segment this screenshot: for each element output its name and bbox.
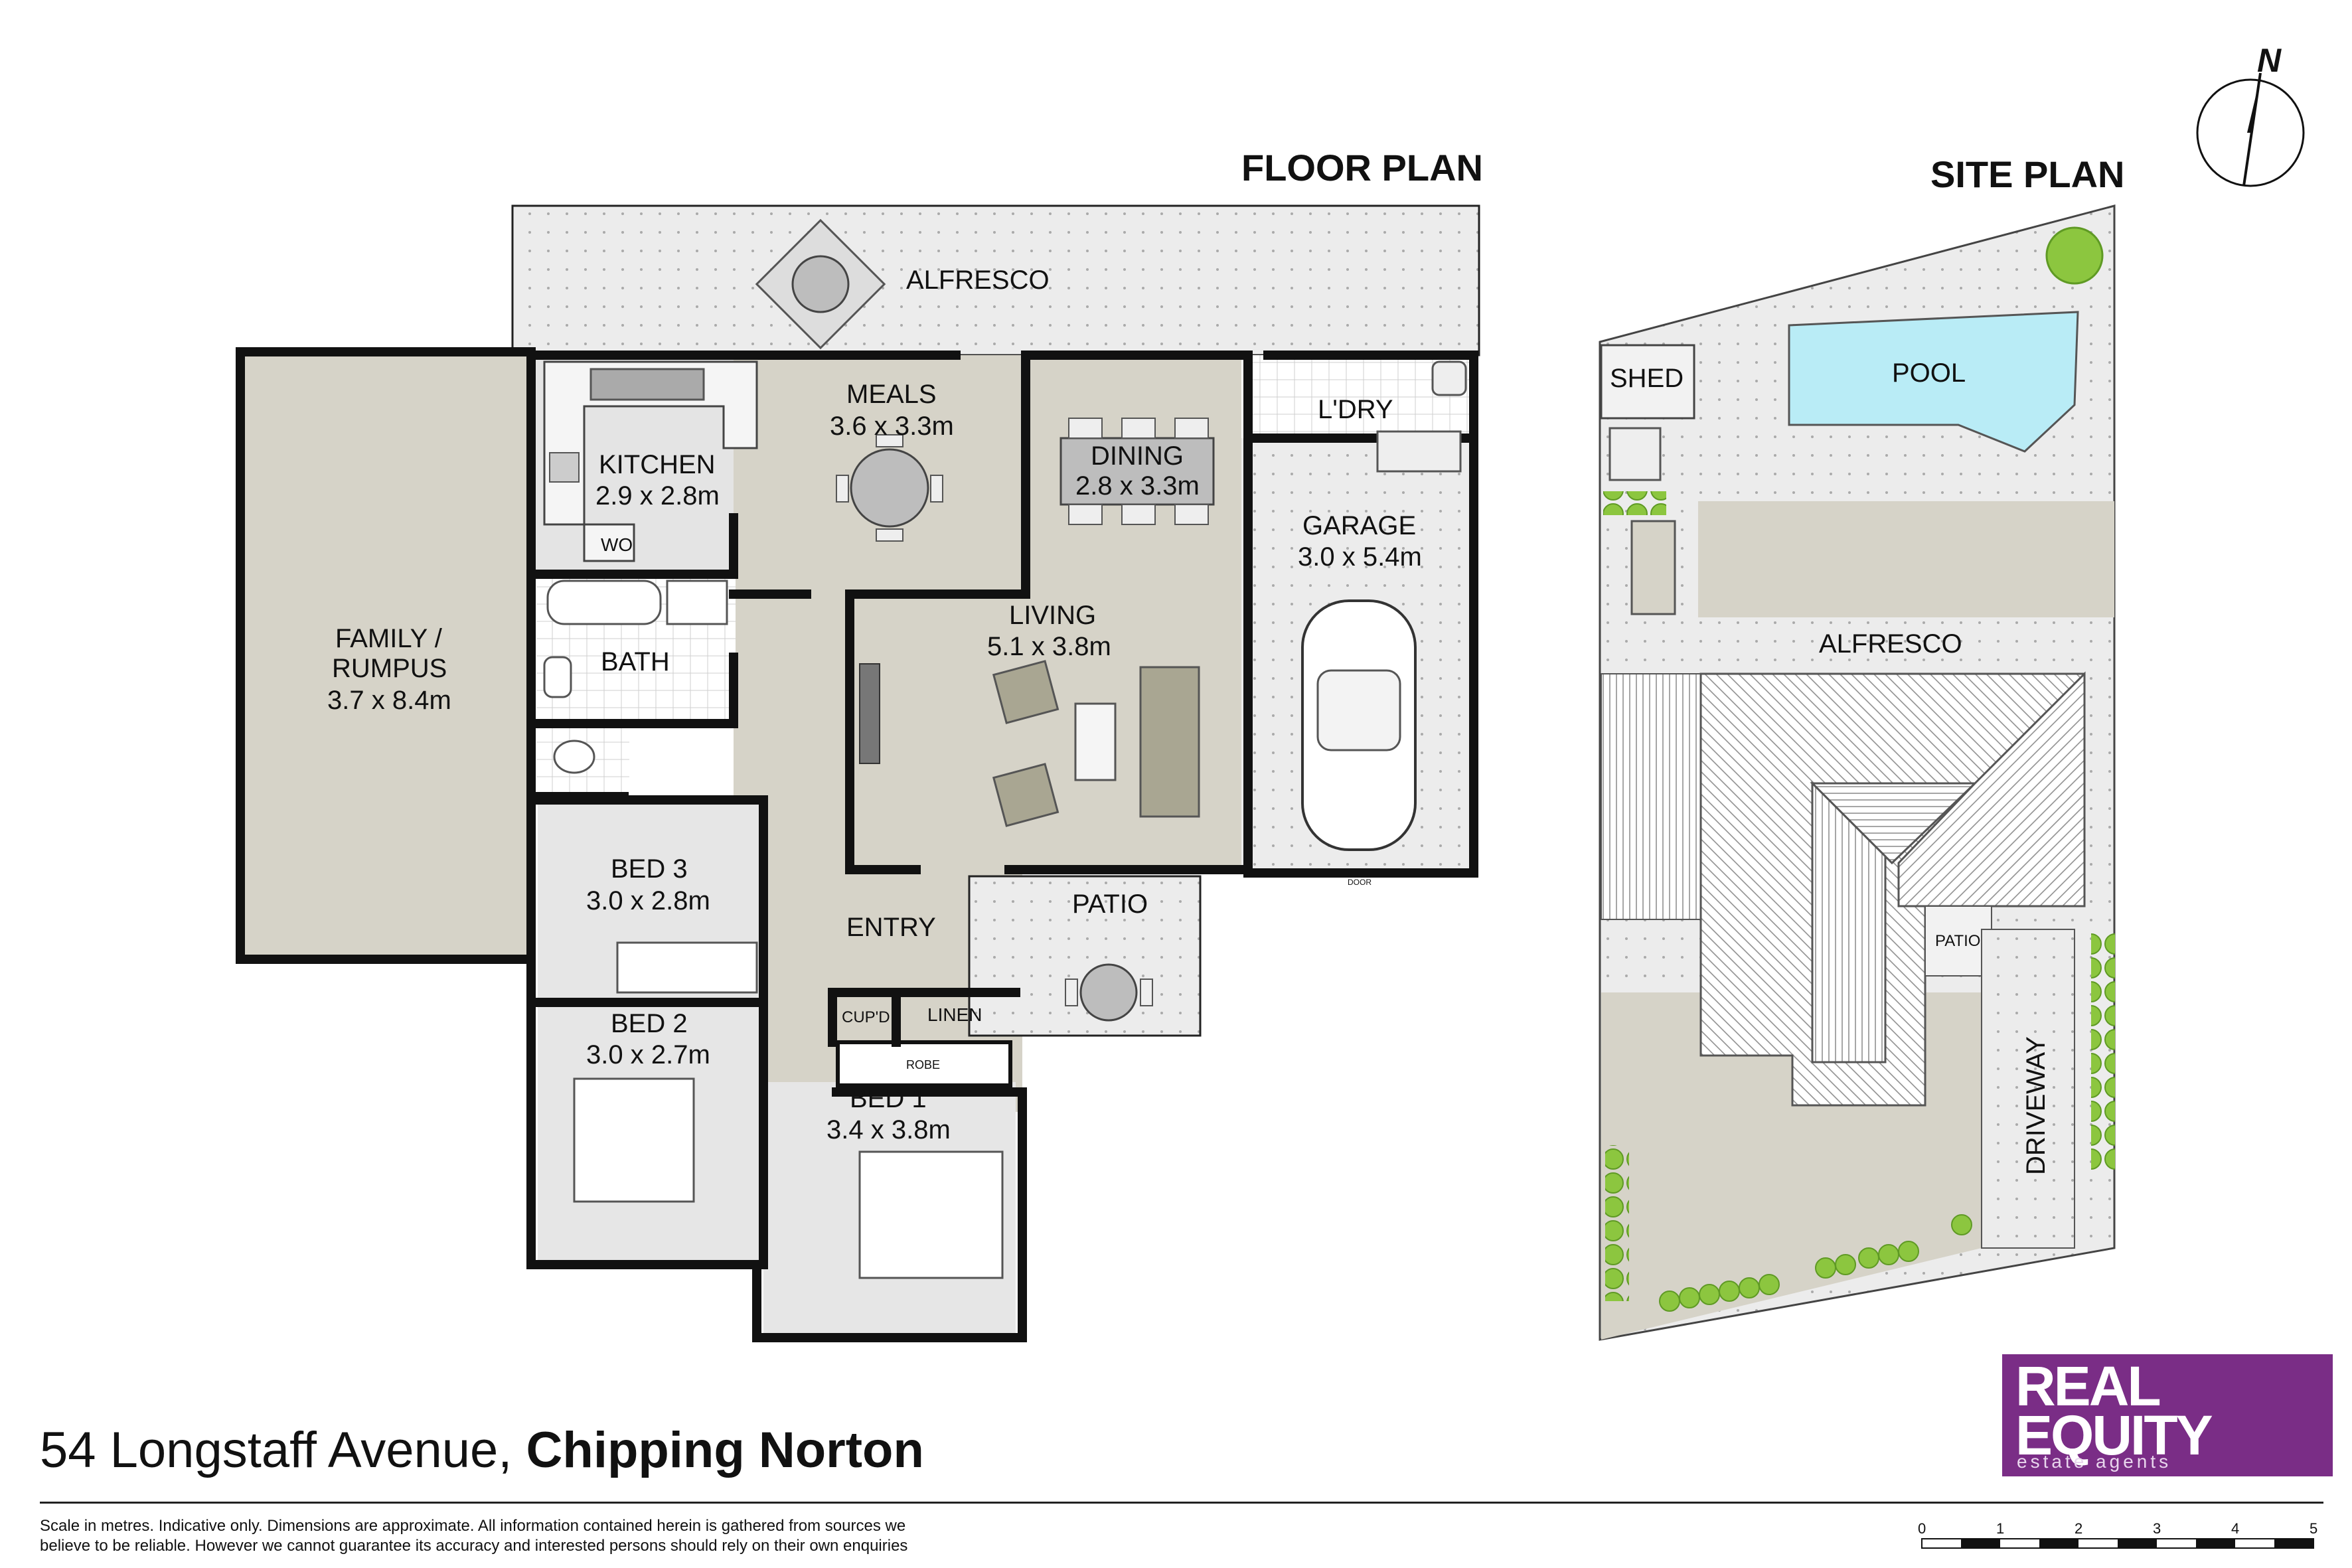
site-patio <box>1924 905 1992 977</box>
rumpus-label: RUMPUS <box>332 654 447 683</box>
bed3-size: 3.0 x 2.8m <box>586 886 710 915</box>
tree-icon <box>2045 226 2104 285</box>
family-size: 3.7 x 8.4m <box>327 686 451 715</box>
alfresco-label: ALFRESCO <box>906 266 1050 295</box>
site-shed-label: SHED <box>1610 364 1684 393</box>
living-label: LIVING <box>1009 601 1096 630</box>
scale-tick: 3 <box>2153 1520 2161 1537</box>
property-address: 54 Longstaff Avenue, Chipping Norton <box>40 1421 924 1480</box>
linen-label: LINEN <box>927 1004 982 1025</box>
scale-tick: 5 <box>2310 1520 2317 1537</box>
disclaimer-line: believe to be reliable. However we canno… <box>40 1537 908 1555</box>
wo-label: WO <box>601 534 633 555</box>
bed2-size: 3.0 x 2.7m <box>586 1040 710 1069</box>
patio-label: PATIO <box>1072 890 1148 919</box>
logo-line1: REAL <box>2015 1355 2161 1417</box>
roof-hip <box>1811 781 1887 1063</box>
bed1-size: 3.4 x 3.8m <box>826 1115 951 1144</box>
robe-label: ROBE <box>906 1058 940 1071</box>
garage-size: 3.0 x 5.4m <box>1298 542 1422 572</box>
dining-label: DINING <box>1091 441 1184 471</box>
logo-line3: estate agents <box>2017 1451 2172 1472</box>
bed2-bed-icon <box>573 1077 695 1203</box>
patio-table-icon <box>1065 963 1153 1022</box>
pool <box>1788 311 2079 453</box>
bed1-label: BED 1 <box>850 1084 927 1113</box>
scale-bar <box>1921 1538 2314 1549</box>
scale-tick: 0 <box>1918 1520 1926 1537</box>
disclaimer-line: Scale in metres. Indicative only. Dimens… <box>40 1517 906 1535</box>
living-size: 5.1 x 3.8m <box>987 632 1111 661</box>
north-label: N <box>2257 42 2282 79</box>
north-arrow-icon <box>2196 72 2305 187</box>
patio <box>968 875 1202 1037</box>
disclaimer: Scale in metres. Indicative only. Dimens… <box>40 1516 1036 1556</box>
shed <box>1600 344 1695 420</box>
outdoor-table-icon <box>755 218 886 350</box>
alfresco-deck <box>511 204 1480 356</box>
bath-label: BATH <box>601 647 670 676</box>
robe <box>836 1040 1012 1087</box>
shrub-row-icon <box>1659 1214 1972 1312</box>
kitchen-bench <box>543 360 758 562</box>
entry-label: ENTRY <box>846 913 936 942</box>
bed1-bed-icon <box>858 1150 1004 1279</box>
laundry-label: L'DRY <box>1318 395 1393 424</box>
dining-size: 2.8 x 3.3m <box>1075 471 1200 501</box>
garage-door-label: DOOR <box>1348 878 1372 887</box>
car-icon <box>1301 599 1417 851</box>
real-equity-logo: REAL EQUITY estate agents <box>2002 1354 2333 1476</box>
lawn-upper <box>1698 501 2114 617</box>
driveway <box>1981 929 2075 1249</box>
divider <box>40 1502 2323 1504</box>
meals-size: 3.6 x 3.3m <box>830 412 954 441</box>
garage-roof <box>1601 673 1701 920</box>
garage-label: GARAGE <box>1302 511 1416 540</box>
walls <box>236 347 1478 1342</box>
logo-line2: EQUITY <box>2015 1404 2213 1466</box>
cupd-label: CUP'D <box>842 1008 890 1026</box>
family-room <box>240 352 531 959</box>
living-furniture-icon <box>859 660 1200 827</box>
bath-fixtures-icon <box>543 580 728 774</box>
meals-label: MEALS <box>846 380 937 409</box>
kitchen-size: 2.9 x 2.8m <box>595 481 720 510</box>
kitchen-label: KITCHEN <box>599 450 716 479</box>
scale-tick: 2 <box>2075 1520 2082 1537</box>
bed3-bed-icon <box>616 941 758 994</box>
family-label: FAMILY / <box>335 624 443 653</box>
meals-table-icon <box>836 434 943 542</box>
hedge-left <box>1605 1145 1629 1301</box>
scale-tick: 4 <box>2231 1520 2239 1537</box>
site-pool-label: POOL <box>1892 358 1966 388</box>
site-alfresco-label: ALFRESCO <box>1819 629 1962 659</box>
scale-tick: 1 <box>1996 1520 2004 1537</box>
site-patio-label: PATIO <box>1935 932 1980 950</box>
address-suburb: Chipping Norton <box>526 1422 924 1478</box>
hedge-top <box>1603 491 1666 515</box>
garden-bed <box>1630 520 1676 615</box>
laundry-tubs-icon <box>1376 360 1467 473</box>
bed2-label: BED 2 <box>611 1009 688 1038</box>
shed-slab <box>1608 427 1662 481</box>
address-street: 54 Longstaff Avenue, <box>40 1422 526 1478</box>
hedge-right <box>2091 933 2115 1172</box>
floor-plan-title: FLOOR PLAN <box>1241 147 1483 189</box>
dining-table-icon <box>1059 418 1215 525</box>
site-driveway-label: DRIVEWAY <box>2021 1036 2051 1175</box>
site-plan-title: SITE PLAN <box>1930 153 2124 195</box>
bed3-label: BED 3 <box>611 854 688 884</box>
